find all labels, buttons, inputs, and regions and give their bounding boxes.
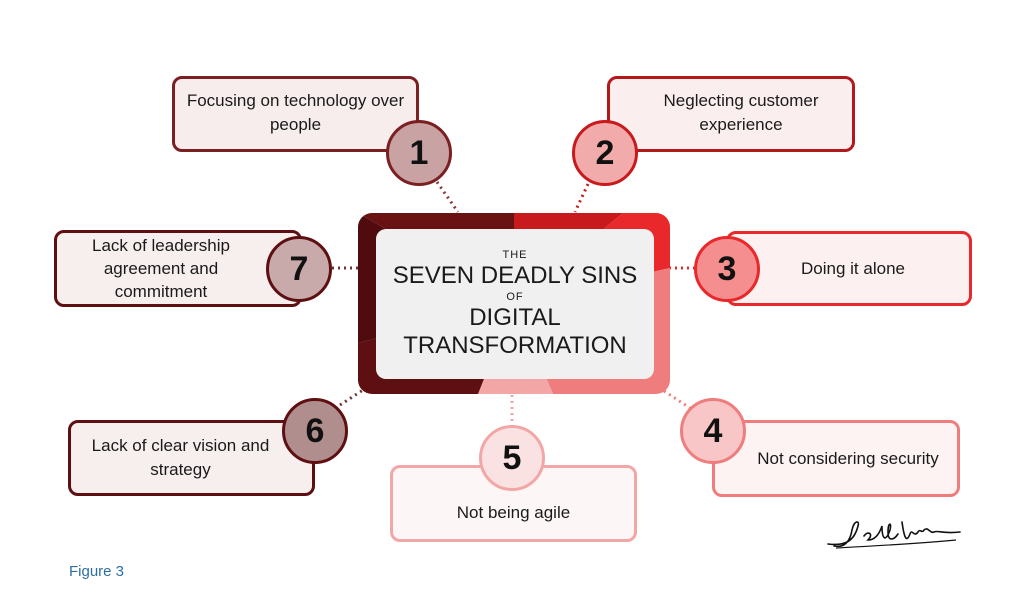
- sin-6-number: 6: [305, 411, 325, 450]
- sin-7-number: 7: [289, 249, 309, 288]
- sin-6-text: Lack of clear vision and strategy: [91, 436, 270, 479]
- sin-7-text: Lack of leadership agreement and commitm…: [92, 236, 230, 301]
- title-digital: DIGITAL: [469, 304, 561, 331]
- sin-3-text: Doing it alone: [801, 258, 905, 278]
- sin-7-box: Lack of leadership agreement and commitm…: [54, 230, 302, 307]
- sin-5-number: 5: [502, 438, 522, 477]
- signature-image: [827, 521, 961, 549]
- sin-3-number-badge: 3: [694, 236, 760, 302]
- sin-6-number-badge: 6: [282, 398, 348, 464]
- sin-5-number-badge: 5: [479, 425, 545, 491]
- sin-4-number-badge: 4: [680, 398, 746, 464]
- sin-1-text: Focusing on technology over people: [186, 91, 405, 134]
- sin-3-box: Doing it alone: [726, 231, 972, 306]
- sin-4-number: 4: [703, 411, 723, 450]
- sin-1-number-badge: 1: [386, 120, 452, 186]
- sin-2-text: Neglecting customer experience: [663, 91, 819, 134]
- sin-6-box: Lack of clear vision and strategy: [68, 420, 315, 496]
- title-of: OF: [506, 291, 524, 303]
- sin-3-number: 3: [717, 249, 737, 288]
- sin-1-box: Focusing on technology over people: [172, 76, 419, 152]
- figure-caption: Figure 3: [69, 563, 125, 580]
- sin-5-text: Not being agile: [456, 502, 571, 522]
- central-title: THE SEVEN DEADLY SINS OF DIGITAL TRANSFO…: [376, 229, 654, 379]
- sin-4-box: Not considering security: [712, 420, 960, 497]
- sin-7-number-badge: 7: [266, 236, 332, 302]
- title-seven-deadly-sins: SEVEN DEADLY SINS: [392, 262, 638, 289]
- sin-1-number: 1: [409, 133, 429, 172]
- sin-2-number: 2: [595, 133, 615, 172]
- title-transformation: TRANSFORMATION: [403, 332, 627, 359]
- title-the: THE: [502, 249, 528, 261]
- sin-2-box: Neglecting customer experience: [607, 76, 855, 152]
- sin-2-number-badge: 2: [572, 120, 638, 186]
- sin-4-text: Not considering security: [757, 448, 939, 468]
